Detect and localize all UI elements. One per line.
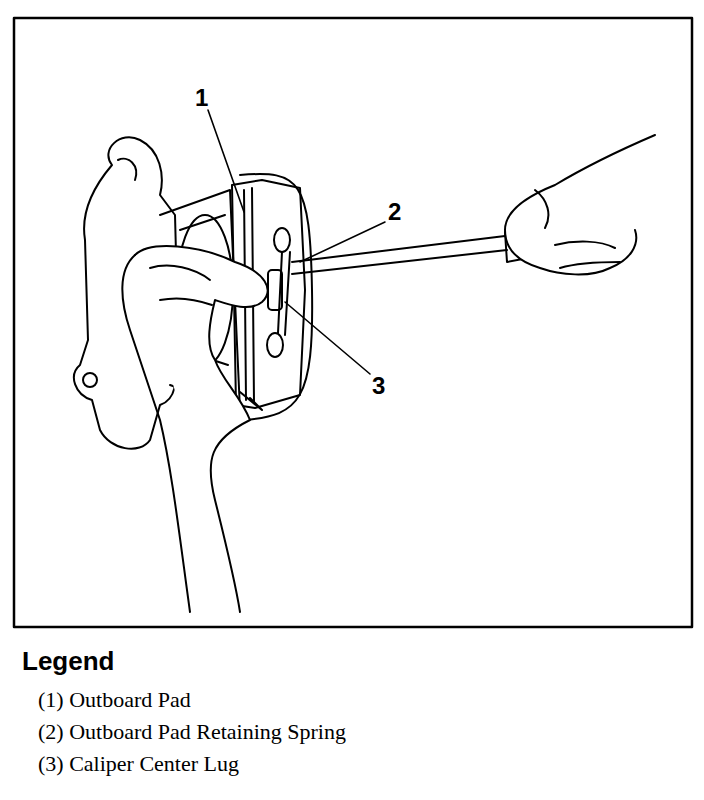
right-hand [505,135,655,274]
leader-line [208,110,244,212]
leader-line [300,222,385,262]
caliper-bolt [274,228,290,252]
callout-number: 2 [388,200,401,224]
screwdriver-shaft [292,236,507,274]
figure-frame [14,18,692,627]
callout-number: 1 [195,86,208,110]
leader-line [285,302,370,374]
legend-entry: (3) Caliper Center Lug [38,752,239,776]
retaining-spring [278,252,290,335]
finger-lines [150,266,212,305]
right-hand-fingers [535,190,620,268]
caliper-bolt [267,333,283,357]
caliper-center-lug [268,270,282,310]
knuckle-detail [118,159,136,180]
legend-entry: (2) Outboard Pad Retaining Spring [38,720,346,744]
legend-entry: (1) Outboard Pad [38,688,191,712]
hand-outline [122,255,190,612]
hand [135,246,268,612]
knuckle-hole [83,373,97,387]
callout-number: 3 [372,374,385,398]
legend-heading: Legend [22,648,114,674]
